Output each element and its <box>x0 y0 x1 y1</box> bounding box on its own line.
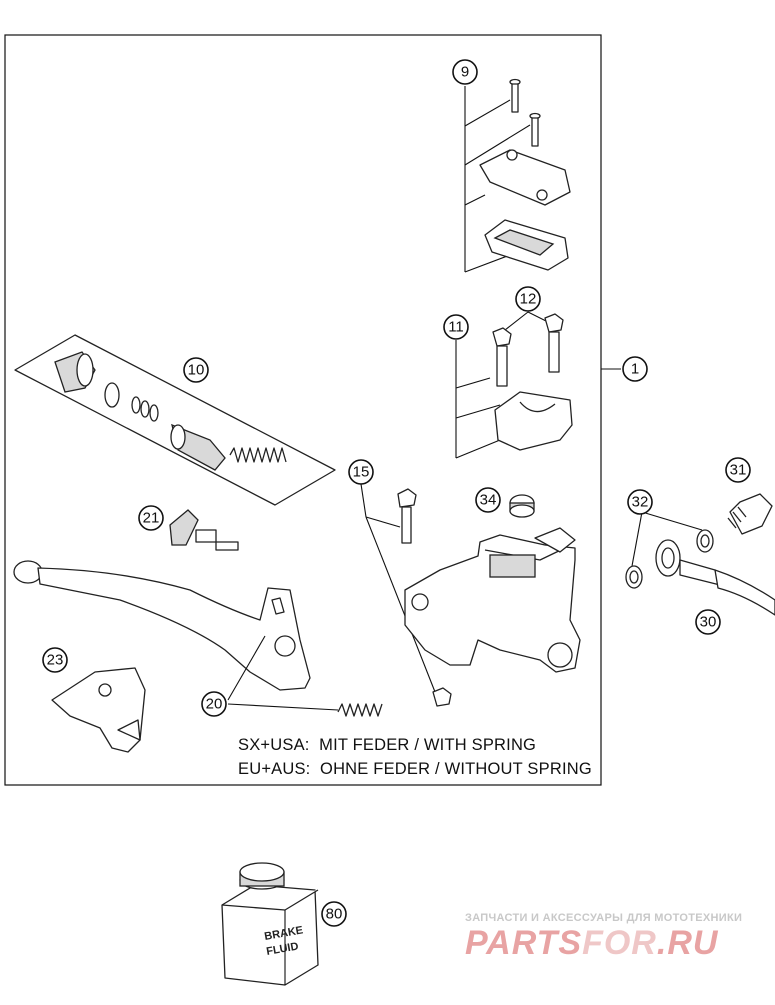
cover-group <box>464 78 571 273</box>
adjuster-knob <box>169 509 239 551</box>
pivot-bolt-group <box>360 483 452 707</box>
callout-32: 32 <box>627 489 653 515</box>
brake-fluid-bottle: BRAKE FLUID <box>221 862 319 986</box>
callout-11: 11 <box>443 314 469 340</box>
svg-text:9: 9 <box>461 64 469 81</box>
note-without-spring: EU+AUS: OHNE FEDER / WITHOUT SPRING <box>238 760 592 778</box>
callout-80: 80 <box>321 901 347 927</box>
handlebar-clamp <box>494 391 573 451</box>
piston-kit-group <box>14 334 336 506</box>
svg-text:32: 32 <box>632 494 649 511</box>
svg-text:11: 11 <box>448 319 464 336</box>
reservoir-cap <box>509 494 535 518</box>
callout-15: 15 <box>348 459 374 485</box>
callout-31: 31 <box>725 457 751 483</box>
svg-text:15: 15 <box>353 464 370 481</box>
cover-screw <box>509 78 541 147</box>
brake-lever <box>13 560 311 701</box>
callout-30: 30 <box>695 609 721 635</box>
callout-23: 23 <box>42 647 68 673</box>
svg-text:1: 1 <box>631 361 639 378</box>
callout-10: 10 <box>183 357 209 383</box>
clamp-group <box>455 311 573 459</box>
clamp-bolt <box>492 313 564 387</box>
watermark-logo-a: PARTS <box>465 924 583 962</box>
svg-text:20: 20 <box>206 696 223 713</box>
callout-9: 9 <box>452 59 478 85</box>
master-cylinder-body <box>404 368 621 673</box>
svg-text:12: 12 <box>520 291 537 308</box>
callout-21: 21 <box>138 505 164 531</box>
svg-text:30: 30 <box>700 614 717 631</box>
svg-text:23: 23 <box>47 652 64 669</box>
brake-hose-group <box>625 493 775 616</box>
watermark-logo-c: .RU <box>656 924 719 962</box>
watermark-tagline: ЗАПЧАСТИ И АКСЕССУАРЫ ДЛЯ МОТОТЕХНИКИ <box>465 912 743 924</box>
bottle-label-line2: FLUID <box>265 941 299 958</box>
watermark-logo-b: FOR <box>582 924 657 962</box>
assembly-frame <box>4 34 602 786</box>
svg-text:31: 31 <box>730 462 747 479</box>
svg-text:21: 21 <box>143 510 160 527</box>
reservoir-cover <box>479 149 571 206</box>
callout-34: 34 <box>475 487 501 513</box>
callout-12: 12 <box>515 286 541 312</box>
callout-1: 1 <box>622 356 648 382</box>
note-with-spring: SX+USA: MIT FEDER / WITH SPRING <box>238 736 537 754</box>
callout-20: 20 <box>201 691 227 717</box>
svg-text:34: 34 <box>480 492 497 509</box>
watermark-logo: PARTSFOR.RU <box>465 924 718 963</box>
lever-spring <box>337 703 383 717</box>
svg-text:80: 80 <box>326 906 343 923</box>
svg-text:10: 10 <box>188 362 205 379</box>
lever-guard <box>51 667 146 753</box>
